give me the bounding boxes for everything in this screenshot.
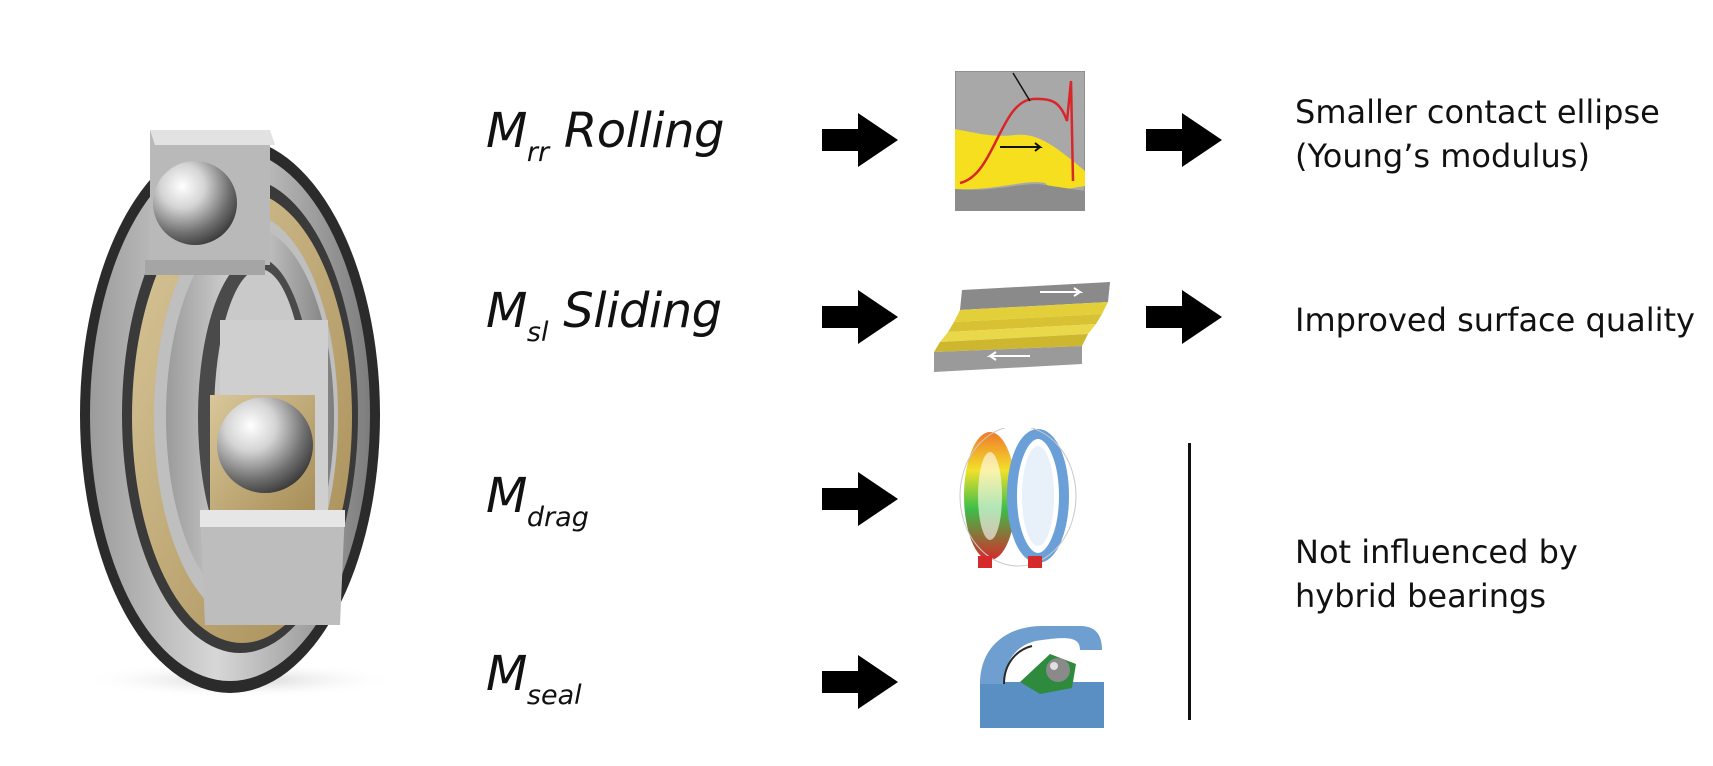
not-influenced-note: Not influenced by hybrid bearings (1295, 530, 1578, 618)
seal-term: Mseal (486, 650, 582, 698)
rolling-effect: Smaller contact ellipse (Young’s modulus… (1295, 90, 1660, 178)
right-arrow-icon (1146, 290, 1222, 344)
sliding-effect: Improved surface quality (1295, 298, 1695, 342)
sliding-term: Msl Sliding (486, 287, 722, 335)
right-arrow-icon (1146, 113, 1222, 167)
bearing-icon (70, 125, 400, 705)
grouping-divider (1188, 443, 1191, 720)
sliding-layers-icon (930, 280, 1112, 372)
right-arrow-icon (822, 290, 898, 344)
right-arrow-icon (822, 113, 898, 167)
rolling-effect-line1: Smaller contact ellipse (1295, 90, 1660, 134)
rolling-contact-icon (955, 71, 1085, 211)
rolling-effect-line2: (Young’s modulus) (1295, 134, 1660, 178)
drag-term: Mdrag (486, 472, 589, 520)
right-arrow-icon (822, 472, 898, 526)
not-influenced-line2: hybrid bearings (1295, 574, 1578, 618)
right-arrow-icon (822, 655, 898, 709)
bearing-seal-icon (980, 624, 1104, 728)
bearing-illustration (70, 125, 400, 705)
fluid-drag-icon (950, 428, 1080, 570)
not-influenced-line1: Not influenced by (1295, 530, 1578, 574)
sliding-effect-line1: Improved surface quality (1295, 298, 1695, 342)
rolling-term: Mrr Rolling (486, 107, 724, 155)
